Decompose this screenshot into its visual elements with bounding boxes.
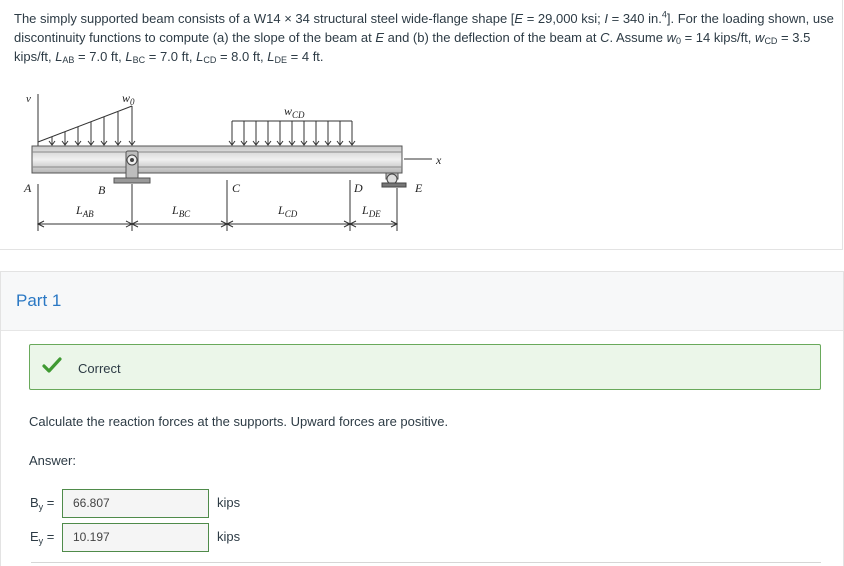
divider (31, 562, 821, 563)
point-a-label: A (23, 181, 32, 195)
point-c-label: C (232, 181, 241, 195)
problem-card: The simply supported beam consists of a … (0, 0, 843, 250)
by-unit: kips (217, 495, 241, 510)
problem-statement: The simply supported beam consists of a … (14, 9, 834, 65)
roller-support-e (381, 172, 407, 188)
wcd-label: wCD (284, 104, 305, 120)
ey-unit: kips (217, 529, 241, 544)
ey-label: Ey = (30, 529, 55, 546)
point-e-label: E (414, 181, 423, 195)
point-b-label: B (98, 183, 106, 197)
w0-label: w0 (122, 91, 135, 107)
correct-banner: Correct (29, 344, 821, 390)
point-d-label: D (353, 181, 363, 195)
correct-text: Correct (78, 361, 121, 376)
part-header[interactable]: Part 1 (1, 272, 843, 331)
by-answer-field[interactable]: 66.807 (62, 489, 209, 518)
checkmark-icon (42, 357, 62, 373)
lcd-label: LCD (277, 203, 298, 219)
question-text: Calculate the reaction forces at the sup… (29, 414, 449, 429)
part-title: Part 1 (16, 291, 62, 310)
lbc-label: LBC (171, 203, 191, 219)
part-card: Part 1 Correct Calculate the reaction fo… (0, 271, 844, 566)
lde-label: LDE (361, 203, 381, 219)
beam (31, 145, 403, 174)
ey-answer-field[interactable]: 10.197 (62, 523, 209, 552)
by-label: By = (30, 495, 55, 512)
uniform-load (228, 120, 356, 146)
v-label: v (26, 93, 31, 105)
triangular-load (37, 105, 136, 146)
answer-label: Answer: (29, 453, 76, 468)
beam-diagram: v x w0 (23, 91, 442, 231)
dimension-lines (36, 180, 399, 231)
pin-support-b (113, 150, 151, 184)
lab-label: LAB (75, 203, 94, 219)
x-label: x (435, 153, 442, 167)
